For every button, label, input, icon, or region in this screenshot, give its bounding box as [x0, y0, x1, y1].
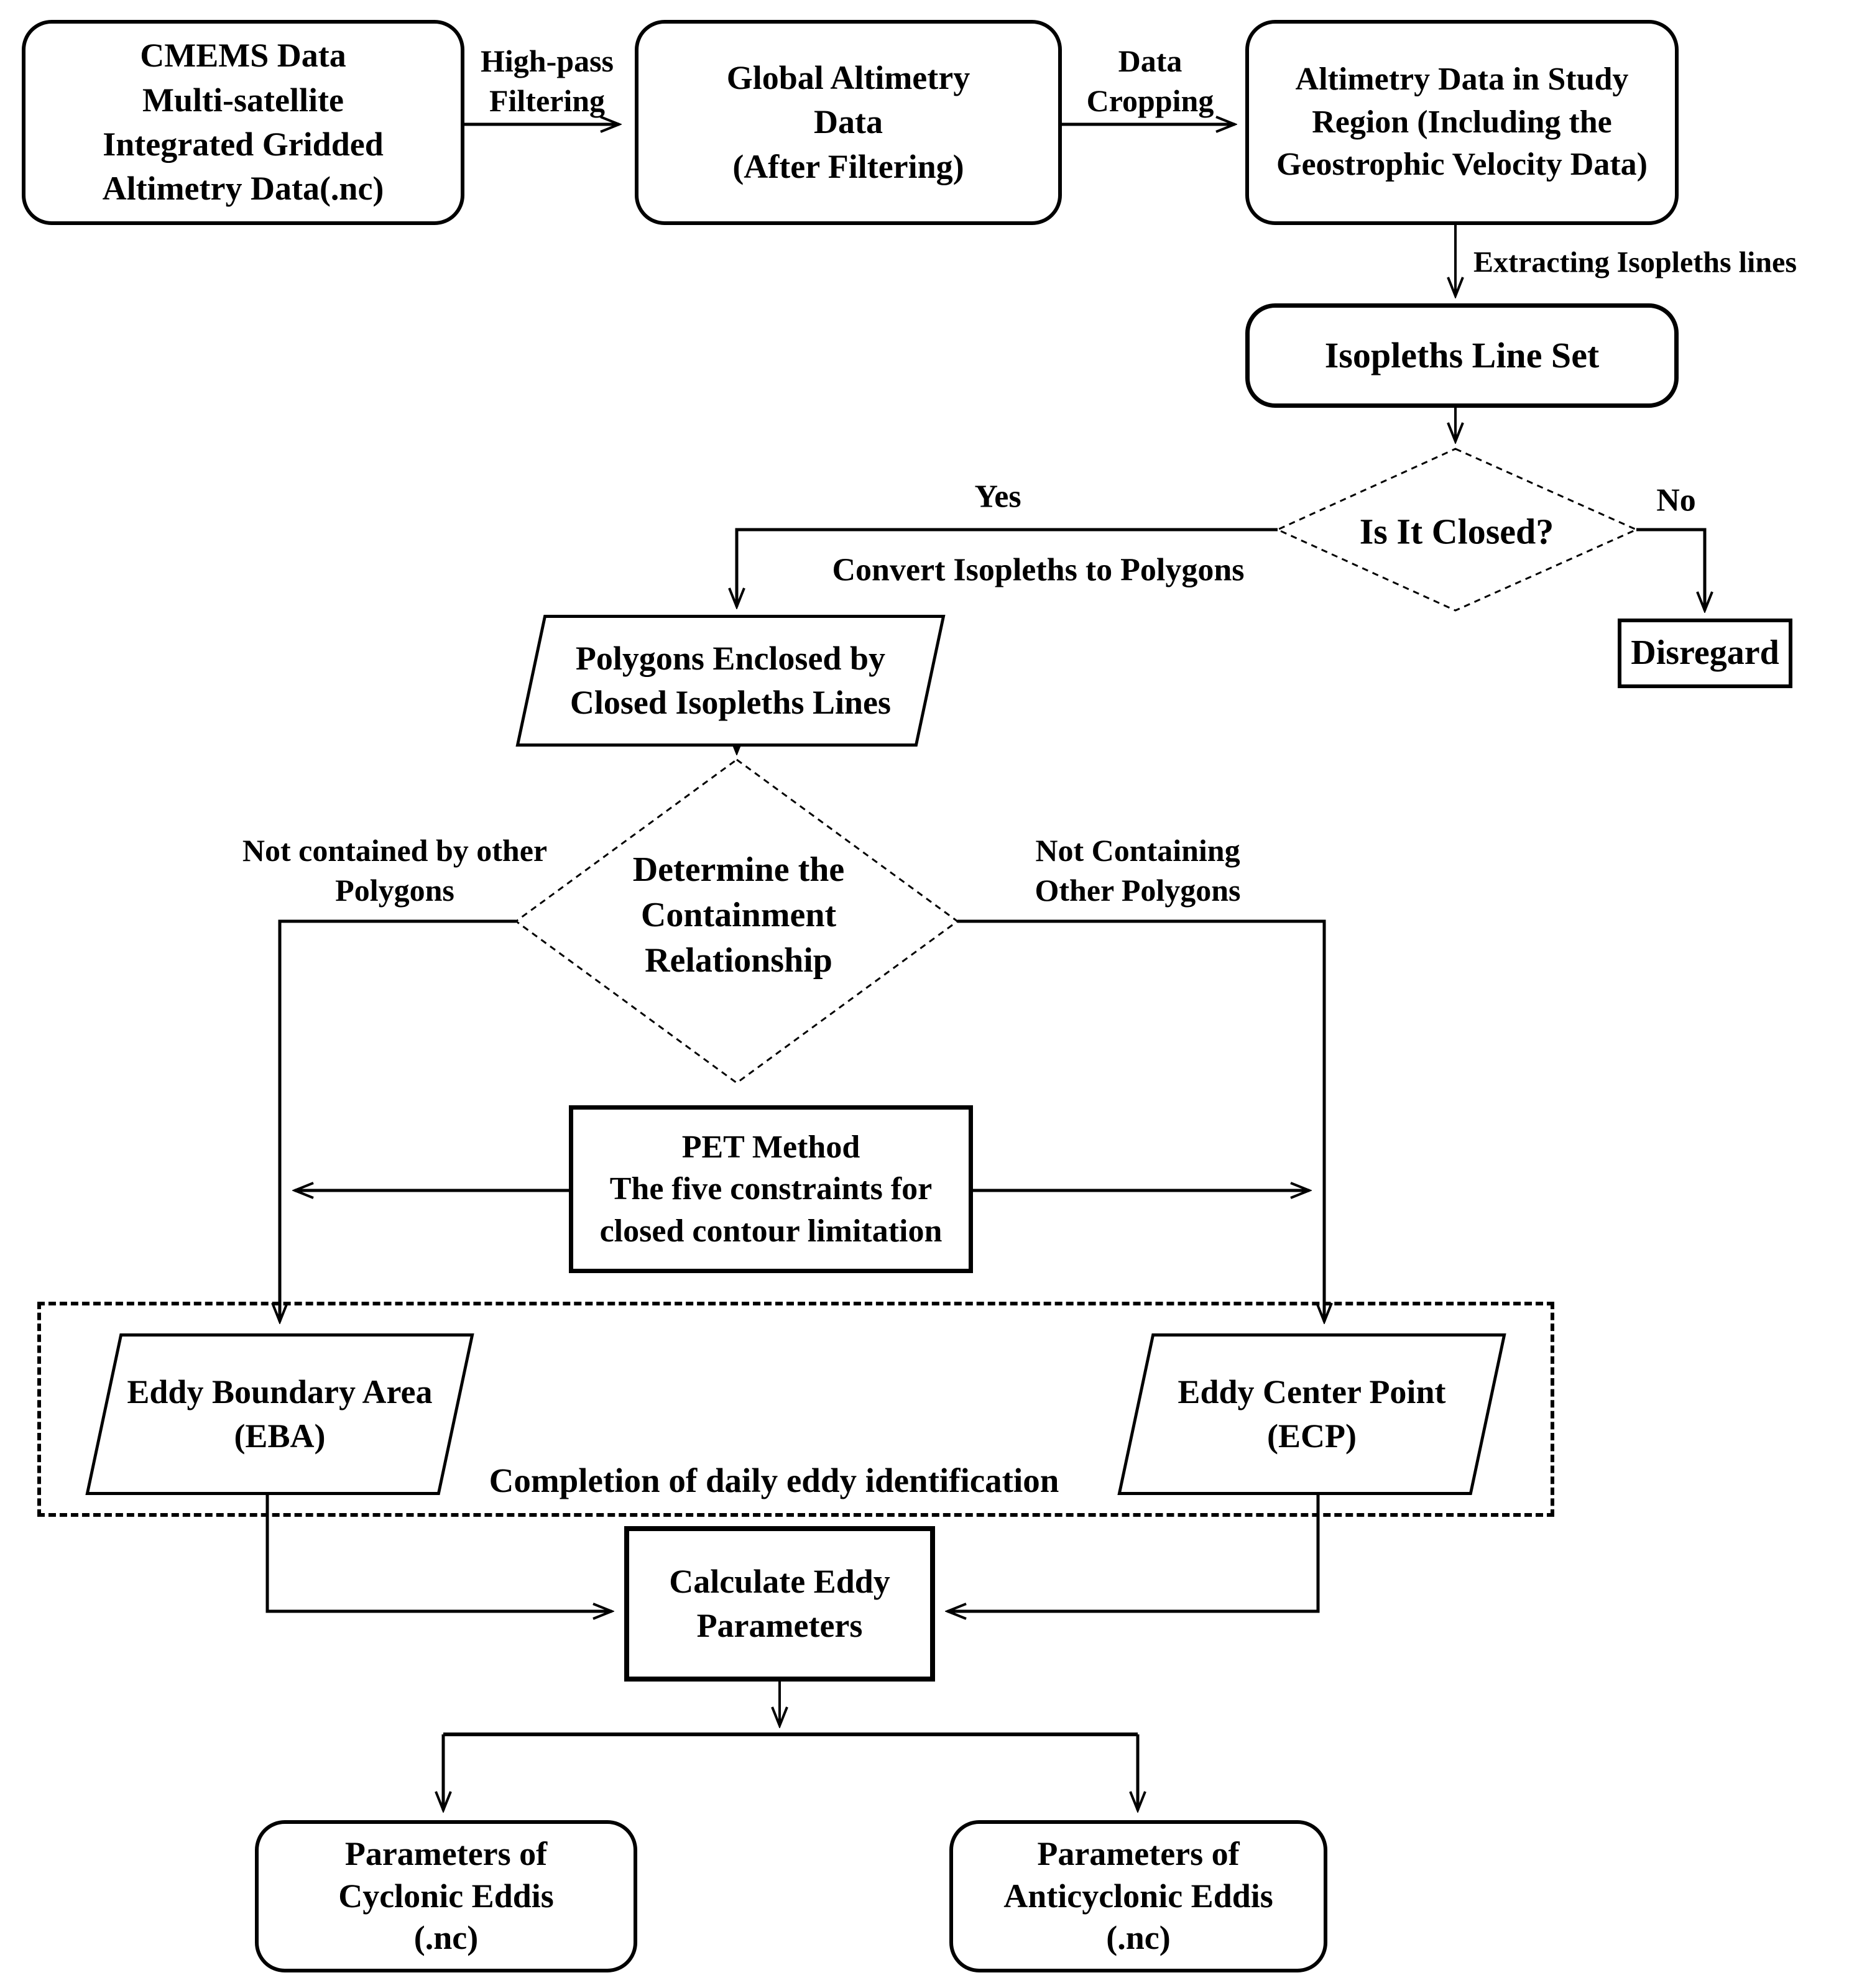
- node-ecp: Eddy Center Point (ECP): [1117, 1333, 1506, 1495]
- node-study-region: Altimetry Data in Study Region (Includin…: [1245, 20, 1679, 225]
- connector-not-containing-branch: [957, 919, 1324, 1322]
- node-calculate-parameters: Calculate Eddy Parameters: [624, 1526, 935, 1682]
- edge-label-not-containing: Not Containing Other Polygons: [1035, 833, 1241, 908]
- node-isopleths-label: Isopleths Line Set: [1324, 334, 1600, 375]
- connector-not-contained-branch: [280, 919, 516, 1322]
- edge-label-not-contained: Not contained by other Polygons: [242, 833, 548, 908]
- edge-label-no: No: [1656, 482, 1696, 518]
- connector-no-branch: [1636, 528, 1705, 610]
- edge-label-cropping: Data Cropping: [1086, 44, 1214, 118]
- node-disregard: Disregard: [1618, 619, 1792, 688]
- edge-label-yes: Yes: [974, 479, 1021, 515]
- is-closed-diamond-shape: [1275, 448, 1639, 612]
- connector-yes-branch: [737, 528, 1278, 607]
- node-polygons-enclosed: Polygons Enclosed by Closed Isopleths Li…: [515, 615, 946, 747]
- connector-eba-to-calculate: [265, 1495, 612, 1611]
- node-cmems-data: CMEMS Data Multi-satellite Integrated Gr…: [22, 20, 464, 225]
- node-cmems-label: CMEMS Data Multi-satellite Integrated Gr…: [102, 37, 384, 208]
- node-anticyclonic-parameters: Parameters of Anticyclonic Eddis (.nc): [949, 1820, 1327, 1972]
- node-eba: Eddy Boundary Area (EBA): [85, 1333, 474, 1495]
- node-is-closed-label: Is It Closed?: [1359, 511, 1554, 552]
- node-global-altimetry: Global Altimetry Data (After Filtering): [635, 20, 1062, 225]
- containment-diamond-shape: [514, 758, 959, 1084]
- edge-label-highpass: High-pass Filtering: [481, 44, 614, 118]
- node-pet-label: PET Method The five constraints for clos…: [599, 1129, 943, 1249]
- node-anticyclonic-label: Parameters of Anticyclonic Eddis (.nc): [1003, 1835, 1273, 1957]
- node-eba-label: Eddy Boundary Area (EBA): [127, 1373, 433, 1455]
- node-cyclonic-label: Parameters of Cyclonic Eddis (.nc): [338, 1835, 554, 1957]
- edge-label-convert: Convert Isopleths to Polygons: [832, 552, 1245, 588]
- node-study-label: Altimetry Data in Study Region (Includin…: [1276, 62, 1648, 183]
- node-isopleths-line-set: Isopleths Line Set: [1245, 303, 1679, 408]
- node-global-label: Global Altimetry Data (After Filtering): [726, 59, 970, 185]
- node-cyclonic-parameters: Parameters of Cyclonic Eddis (.nc): [255, 1820, 637, 1972]
- node-pet-method: PET Method The five constraints for clos…: [569, 1105, 973, 1273]
- edge-label-extracting: Extracting Isopleths lines: [1473, 246, 1797, 279]
- node-ecp-label: Eddy Center Point (ECP): [1178, 1373, 1446, 1455]
- connector-ecp-to-calculate: [947, 1495, 1320, 1611]
- node-calculate-label: Calculate Eddy Parameters: [669, 1562, 890, 1644]
- daily-identification-frame: [37, 1302, 1554, 1517]
- node-polygons-label: Polygons Enclosed by Closed Isopleths Li…: [569, 639, 892, 721]
- node-disregard-label: Disregard: [1631, 633, 1779, 673]
- edge-label-completion: Completion of daily eddy identification: [489, 1461, 1059, 1499]
- node-containment-label: Determine the Containment Relationship: [632, 850, 845, 980]
